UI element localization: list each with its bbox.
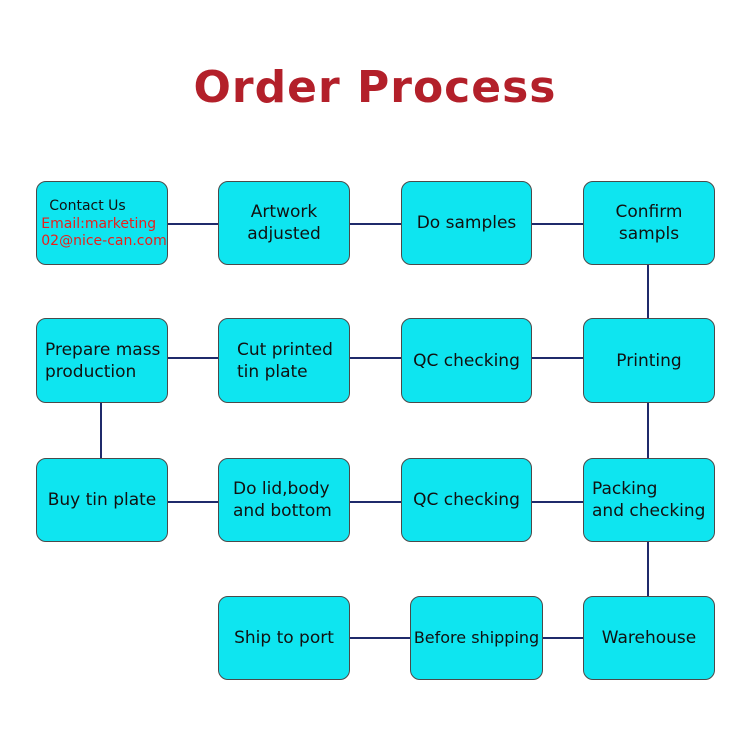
contact-email-line1: Email:marketing [41,215,157,232]
node-printing: Printing [583,318,715,403]
node-before-shipping: Before shipping [410,596,543,680]
node-contact-us: Contact Us Email:marketing 02@nice-can.c… [36,181,168,265]
contact-email-line2: 02@nice-can.com [41,232,167,249]
node-cut-printed-tin-plate: Cut printed tin plate [218,318,350,403]
contact-us-label: Contact Us [49,197,126,214]
node-packing-and-checking: Packing and checking [583,458,715,542]
node-prepare-mass-production: Prepare mass production [36,318,168,403]
node-qc-checking-2: QC checking [401,458,532,542]
node-do-samples: Do samples [401,181,532,265]
node-artwork-adjusted: Artwork adjusted [218,181,350,265]
node-confirm-sampls: Confirm sampls [583,181,715,265]
node-buy-tin-plate: Buy tin plate [36,458,168,542]
node-ship-to-port: Ship to port [218,596,350,680]
node-qc-checking-1: QC checking [401,318,532,403]
page-title: Order Process [193,62,557,113]
node-do-lid-body-bottom: Do lid,body and bottom [218,458,350,542]
node-warehouse: Warehouse [583,596,715,680]
